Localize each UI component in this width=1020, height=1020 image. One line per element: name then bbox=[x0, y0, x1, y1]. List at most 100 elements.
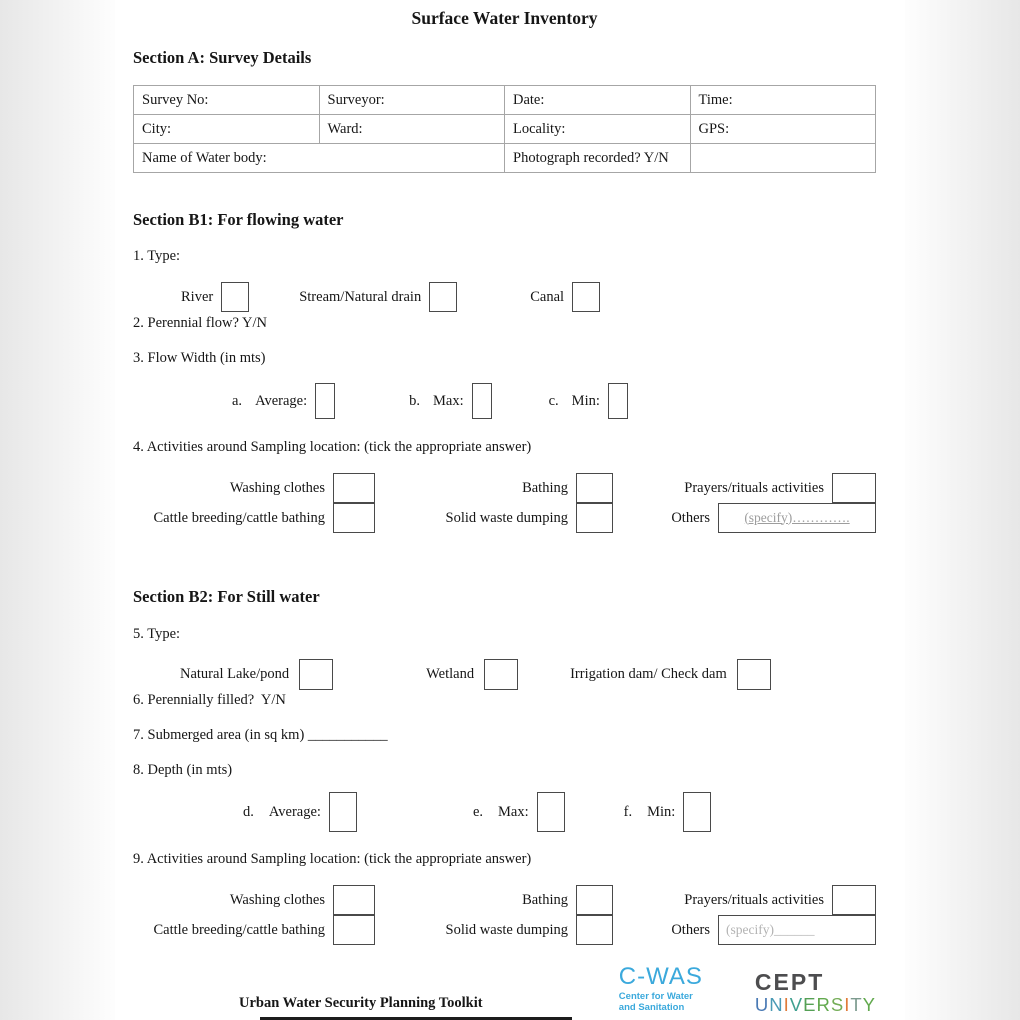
form-page: Surface Water Inventory Section A: Surve… bbox=[115, 0, 905, 1020]
option-natural-lake-pond: Natural Lake/pond bbox=[180, 659, 334, 690]
q9-activities-label: 9. Activities around Sampling location: … bbox=[133, 851, 532, 867]
b2-washing-clothes-checkbox[interactable] bbox=[333, 885, 375, 915]
flow-avg-label: Average: bbox=[255, 392, 308, 409]
section-b1-heading: Section B1: For flowing water bbox=[133, 210, 344, 229]
depth-max-label: Max: bbox=[498, 803, 529, 820]
flow-max-prefix: b. bbox=[409, 392, 420, 409]
b2-bathing-checkbox[interactable] bbox=[576, 885, 613, 915]
option-canal-label: Canal bbox=[530, 288, 565, 305]
cept-letter: T bbox=[850, 993, 863, 1015]
b1-prayers-rituals-checkbox[interactable] bbox=[832, 473, 876, 503]
bottom-page-line bbox=[260, 1017, 572, 1020]
flow-min-box[interactable] bbox=[607, 383, 628, 419]
cell-surveyor[interactable]: Surveyor: bbox=[318, 85, 505, 115]
section-b2-heading: Section B2: For Still water bbox=[133, 587, 320, 606]
q9-activities-grid: Washing clothes Cattle breeding/cattle b… bbox=[133, 885, 876, 945]
depth-avg-label: Average: bbox=[268, 803, 321, 820]
depth-average-box[interactable] bbox=[328, 792, 357, 832]
flow-width-max: b. Max: bbox=[409, 383, 492, 419]
q2-perennial-flow: 2. Perennial flow? Y/N bbox=[133, 315, 267, 331]
b1-solid-waste-checkbox[interactable] bbox=[576, 502, 613, 533]
cell-city[interactable]: City: bbox=[133, 114, 320, 144]
cept-letter: N bbox=[769, 993, 784, 1015]
section-a-heading: Section A: Survey Details bbox=[133, 48, 312, 67]
checkbox-irrigation-dam[interactable] bbox=[736, 659, 771, 690]
list-item: Solid waste dumping bbox=[375, 502, 613, 533]
option-river-label: River bbox=[181, 288, 214, 305]
b1-washing-clothes-checkbox[interactable] bbox=[333, 473, 375, 503]
checkbox-wetland[interactable] bbox=[484, 659, 519, 690]
depth-min: f. Min: bbox=[624, 792, 712, 832]
cell-time[interactable]: Time: bbox=[689, 85, 876, 115]
b1-others-specify-input[interactable]: (specify)…………. bbox=[718, 502, 876, 533]
solid-waste-label: Solid waste dumping bbox=[445, 921, 568, 938]
cell-date[interactable]: Date: bbox=[504, 85, 691, 115]
depth-min-box[interactable] bbox=[683, 792, 712, 832]
flow-average-box[interactable] bbox=[315, 383, 336, 419]
depth-max: e. Max: bbox=[473, 792, 565, 832]
cept-letter: I bbox=[783, 993, 790, 1015]
option-stream-label: Stream/Natural drain bbox=[299, 288, 422, 305]
q9-activities-col3: Prayers/rituals activities Others (speci… bbox=[613, 885, 876, 945]
list-item: Bathing bbox=[375, 473, 613, 503]
flow-avg-prefix: a. bbox=[232, 392, 243, 409]
b2-cattle-breeding-checkbox[interactable] bbox=[333, 914, 375, 945]
cept-letter: E bbox=[803, 993, 817, 1015]
flow-width-min: c. Min: bbox=[549, 383, 628, 419]
prayers-rituals-label: Prayers/rituals activities bbox=[684, 891, 824, 908]
flow-min-prefix: c. bbox=[548, 392, 559, 409]
checkbox-stream-natural-drain[interactable] bbox=[429, 282, 458, 312]
cept-letter: Y bbox=[862, 993, 876, 1015]
toolkit-title: Urban Water Security Planning Toolkit bbox=[239, 995, 483, 1011]
checkbox-natural-lake-pond[interactable] bbox=[299, 659, 334, 690]
q9-activities-col1: Washing clothes Cattle breeding/cattle b… bbox=[133, 885, 375, 945]
q7-submerged-area: 7. Submerged area (in sq km) ___________ bbox=[133, 727, 388, 743]
cept-letter: V bbox=[789, 993, 804, 1015]
prayers-rituals-label: Prayers/rituals activities bbox=[684, 479, 824, 496]
solid-waste-label: Solid waste dumping bbox=[445, 509, 568, 526]
cell-ward[interactable]: Ward: bbox=[318, 114, 505, 144]
b1-cattle-breeding-checkbox[interactable] bbox=[333, 502, 375, 533]
q4-activities-col2: Bathing Solid waste dumping bbox=[375, 473, 613, 533]
cwas-tagline-line1: Center for Water bbox=[618, 991, 693, 1003]
bathing-label: Bathing bbox=[522, 891, 568, 908]
survey-details-table: Survey No: Surveyor: Date: Time: City: W… bbox=[133, 85, 876, 173]
cell-photograph-recorded[interactable]: Photograph recorded? Y/N bbox=[504, 143, 691, 173]
b1-bathing-checkbox[interactable] bbox=[576, 473, 613, 503]
q1-type-options: River Stream/Natural drain Canal bbox=[133, 282, 876, 312]
footer: Urban Water Security Planning Toolkit C-… bbox=[133, 965, 876, 1014]
option-irrigation-dam: Irrigation dam/ Check dam bbox=[570, 659, 771, 690]
cell-empty[interactable] bbox=[689, 143, 876, 173]
checkbox-river[interactable] bbox=[221, 282, 250, 312]
option-natural-lake-pond-label: Natural Lake/pond bbox=[180, 666, 290, 682]
cell-survey-no[interactable]: Survey No: bbox=[133, 85, 320, 115]
option-irrigation-dam-label: Irrigation dam/ Check dam bbox=[570, 666, 727, 682]
others-label: Others bbox=[671, 509, 710, 526]
cept-letter: I bbox=[844, 993, 851, 1015]
q5-type-options: Natural Lake/pond Wetland Irrigation dam… bbox=[133, 659, 876, 690]
flow-max-label: Max: bbox=[433, 392, 464, 409]
depth-average: d. Average: bbox=[243, 792, 357, 832]
b2-others-specify-input[interactable]: (specify)______ bbox=[718, 914, 876, 945]
depth-max-prefix: e. bbox=[472, 803, 483, 820]
cell-gps[interactable]: GPS: bbox=[689, 114, 876, 144]
b2-solid-waste-checkbox[interactable] bbox=[576, 914, 613, 945]
list-item: Washing clothes bbox=[133, 473, 375, 503]
q4-activities-label: 4. Activities around Sampling location: … bbox=[133, 439, 532, 455]
q9-activities-col2: Bathing Solid waste dumping bbox=[375, 885, 613, 945]
bathing-label: Bathing bbox=[522, 479, 568, 496]
cattle-breeding-label: Cattle breeding/cattle bathing bbox=[153, 921, 325, 938]
page-title: Surface Water Inventory bbox=[411, 8, 598, 28]
b2-prayers-rituals-checkbox[interactable] bbox=[832, 885, 876, 915]
flow-max-box[interactable] bbox=[471, 383, 492, 419]
cell-locality[interactable]: Locality: bbox=[504, 114, 691, 144]
table-row: Survey No: Surveyor: Date: Time: bbox=[133, 85, 876, 115]
q4-activities-col1: Washing clothes Cattle breeding/cattle b… bbox=[133, 473, 375, 533]
depth-max-box[interactable] bbox=[536, 792, 565, 832]
cell-name-of-water-body[interactable]: Name of Water body: bbox=[133, 143, 505, 173]
q6-perennially-filled: 6. Perennially filled? Y/N bbox=[133, 692, 286, 708]
depth-avg-prefix: d. bbox=[243, 803, 254, 820]
cept-university-wordmark: UNIVERSITY bbox=[755, 993, 876, 1015]
cept-letter: R bbox=[816, 993, 831, 1015]
checkbox-canal[interactable] bbox=[572, 282, 601, 312]
